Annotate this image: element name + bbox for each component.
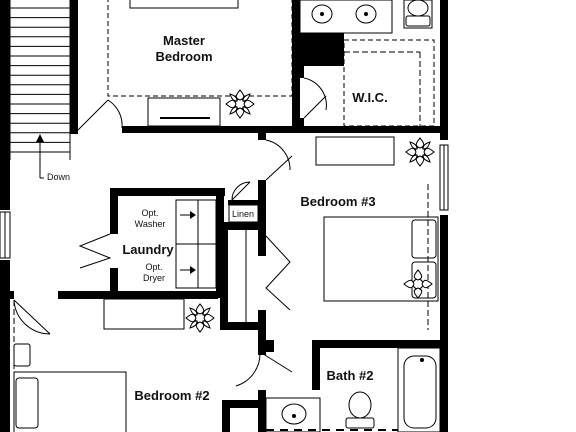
- linen-label: Linen: [232, 209, 254, 219]
- laundry-room: [78, 199, 217, 289]
- master-bedroom-label-2: Bedroom: [155, 49, 212, 64]
- bedroom-3-label: Bedroom #3: [300, 194, 375, 209]
- plant-icon: [225, 89, 255, 119]
- plant-icon: [405, 137, 435, 167]
- wic-label: W.I.C.: [352, 90, 387, 105]
- bath-2-label: Bath #2: [327, 368, 374, 383]
- plant-icon: [185, 303, 215, 333]
- master-bath-fixtures: [299, 0, 433, 34]
- staircase: [9, 0, 71, 179]
- linen-closet: [228, 181, 259, 223]
- bedroom-2: [13, 298, 293, 432]
- master-bedroom-label-1: Master: [163, 33, 205, 48]
- bedroom-3: [265, 136, 439, 330]
- walls: [0, 0, 449, 432]
- washer-label-1: Opt.: [141, 208, 158, 218]
- master-bedroom: [77, 0, 293, 131]
- bath-2: [265, 347, 441, 432]
- laundry-label: Laundry: [122, 242, 174, 257]
- bedroom-2-label: Bedroom #2: [134, 388, 209, 403]
- washer-label-2: Washer: [135, 219, 166, 229]
- walk-in-closet: [303, 39, 435, 127]
- down-label: Down: [47, 172, 70, 182]
- plant-icon: [403, 269, 433, 299]
- dryer-label-1: Opt.: [145, 262, 162, 272]
- dryer-label-2: Dryer: [143, 273, 165, 283]
